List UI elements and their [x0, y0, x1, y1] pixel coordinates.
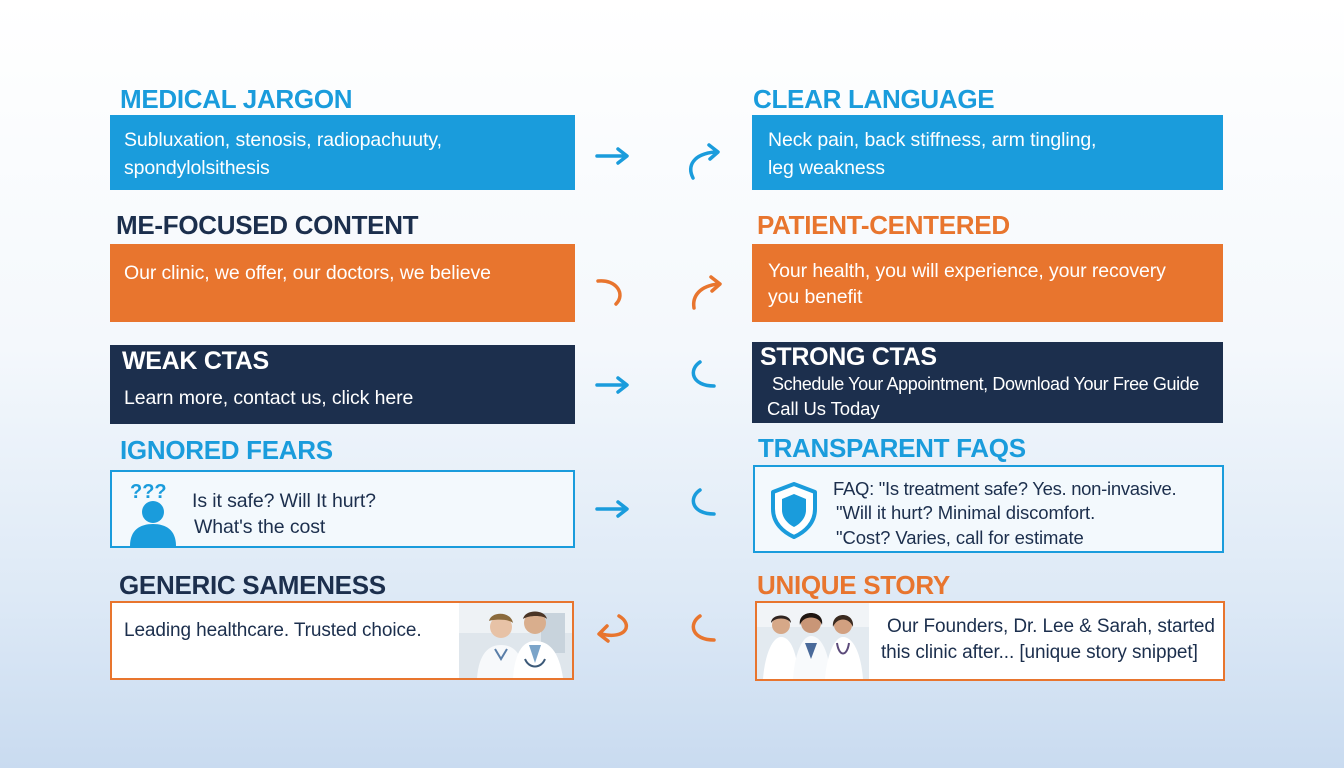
doctors-photo: [459, 603, 572, 678]
box-text-line2: spondylolsithesis: [124, 157, 270, 179]
box-text-line1: Our Founders, Dr. Lee & Sarah, started: [887, 616, 1215, 637]
box-medical-jargon: Subluxation, stenosis, radiopachuuty, sp…: [110, 115, 575, 190]
box-text-line2: What's the cost: [194, 516, 326, 538]
box-generic-sameness: Leading healthcare. Trusted choice.: [110, 601, 574, 680]
arrow-right-icon: [595, 376, 629, 394]
box-text-line2: you benefit: [768, 286, 863, 308]
curve-icon: [691, 614, 716, 642]
box-ignored-fears: ??? Is it safe? Will It hurt? What's the…: [110, 470, 575, 548]
heading-clear-language: CLEAR LANGUAGE: [753, 84, 995, 114]
heading-unique-story: UNIQUE STORY: [757, 570, 950, 600]
box-text-line1: Our clinic, we offer, our doctors, we be…: [124, 262, 491, 284]
curve-icon: [596, 279, 622, 306]
box-text-line2: this clinic after... [unique story snipp…: [881, 642, 1198, 663]
box-text-line2: Call Us Today: [767, 398, 880, 419]
heading-weak-ctas: WEAK CTAS: [122, 347, 269, 375]
box-unique-story: Our Founders, Dr. Lee & Sarah, started t…: [755, 601, 1225, 681]
box-text-line1: Is it safe? Will It hurt?: [192, 490, 376, 512]
box-me-focused-content: Our clinic, we offer, our doctors, we be…: [110, 244, 575, 322]
heading-ignored-fears: IGNORED FEARS: [120, 435, 333, 465]
box-clear-language: Neck pain, back stiffness, arm tingling,…: [752, 115, 1223, 190]
arrow-right-icon: [595, 147, 629, 165]
shield-icon: [771, 482, 817, 539]
heading-medical-jargon: MEDICAL JARGON: [120, 84, 353, 114]
box-text-line1: Subluxation, stenosis, radiopachuuty,: [124, 129, 442, 151]
heading-me-focused-content: ME-FOCUSED CONTENT: [116, 210, 419, 240]
arrow-right-icon: [595, 500, 629, 518]
curved-arrow-icon: [691, 275, 722, 310]
arrow-left-curved-icon: [597, 614, 629, 643]
box-text-line1: Learn more, contact us, click here: [124, 387, 414, 409]
box-text-line1: Your health, you will experience, your r…: [768, 260, 1166, 282]
heading-patient-centered: PATIENT-CENTERED: [757, 210, 1010, 240]
curved-arrow-icon: [689, 143, 720, 180]
question-marks: ???: [130, 481, 167, 503]
heading-strong-ctas: STRONG CTAS: [760, 343, 937, 371]
heading-generic-sameness: GENERIC SAMENESS: [119, 570, 386, 600]
heading-transparent-faqs: TRANSPARENT FAQS: [758, 433, 1026, 463]
box-text-line1: FAQ: "Is treatment safe? Yes. non-invasi…: [833, 478, 1177, 499]
curve-icon: [691, 488, 716, 516]
confused-person-icon: ???: [130, 481, 176, 546]
box-text-line2: "Will it hurt? Minimal discomfort.: [836, 502, 1096, 523]
box-text-line1: Schedule Your Appointment, Download Your…: [772, 374, 1199, 394]
box-strong-ctas: STRONG CTAS Schedule Your Appointment, D…: [752, 342, 1223, 423]
box-text-line1: Leading healthcare. Trusted choice.: [124, 620, 422, 641]
box-text-line1: Neck pain, back stiffness, arm tingling,: [768, 129, 1097, 151]
team-photo: [757, 603, 869, 679]
box-weak-ctas: WEAK CTAS Learn more, contact us, click …: [110, 345, 575, 424]
box-text-line3: "Cost? Varies, call for estimate: [836, 527, 1084, 548]
box-transparent-faqs: FAQ: "Is treatment safe? Yes. non-invasi…: [753, 465, 1224, 553]
curve-icon: [691, 360, 716, 388]
box-patient-centered: Your health, you will experience, your r…: [752, 244, 1223, 322]
box-text-line2: leg weakness: [768, 157, 885, 179]
